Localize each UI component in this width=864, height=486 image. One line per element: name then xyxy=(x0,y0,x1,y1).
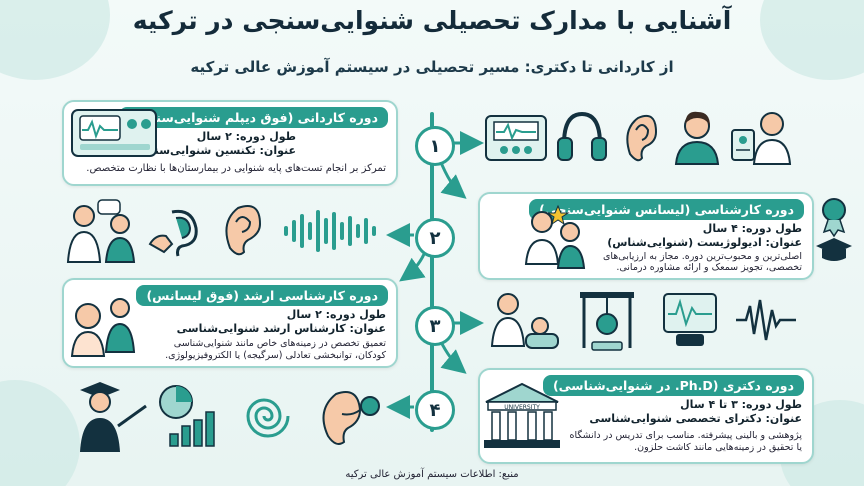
step-number-4: ۴ xyxy=(415,390,455,430)
step-description: پژوهشی و بالینی پیشرفته. مناسب برای تدری… xyxy=(569,430,802,453)
audiometer-icon xyxy=(485,115,547,161)
university-icon: UNIVERSITY xyxy=(484,382,560,448)
step-duration: طول دوره: ۴ سال xyxy=(702,222,802,235)
step-heading: دوره دکتری (Ph.D. در شنوایی‌شناسی) xyxy=(542,375,804,396)
step-description: تعمیق تخصص در زمینه‌های خاص مانند شنوایی… xyxy=(165,338,386,361)
balance-test-icon xyxy=(580,292,634,351)
step-card-4: دوره دکتری (Ph.D. در شنوایی‌شناسی) طول د… xyxy=(478,368,814,464)
step-number-1: ۱ xyxy=(415,126,455,166)
step-number-2: ۲ xyxy=(415,218,455,258)
source-note: منبع: اطلاعات سیستم آموزش عالی ترکیه xyxy=(345,469,519,480)
ear-icon xyxy=(225,205,262,256)
research-chart-icon xyxy=(159,385,215,447)
step-description: اصلی‌ترین و محبوب‌ترین دوره. مجاز به ارز… xyxy=(602,251,802,273)
step-degree: عنوان: کارشناس ارشد شنوایی‌شناسی xyxy=(176,322,386,335)
pediatric-exam-icon xyxy=(490,293,559,349)
university-sign: UNIVERSITY xyxy=(504,404,540,411)
cochlea-icon xyxy=(246,398,290,438)
step-heading: دوره کارشناسی ارشد (فوق لیسانس) xyxy=(136,285,388,306)
cochlear-implant-icon xyxy=(322,391,380,445)
doctor-badge-icon xyxy=(731,112,792,165)
page-title: آشنایی با مدارک تحصیلی شنوایی‌سنجی در تر… xyxy=(132,6,732,35)
headphones-icon xyxy=(557,111,607,161)
step-duration: طول دوره: ۳ تا ۴ سال xyxy=(680,398,802,411)
step-card-2: دوره کارشناسی (لیسانس شنوایی‌سنجی) طول د… xyxy=(478,192,814,280)
doctor-patient-icon xyxy=(66,199,136,263)
step-degree: عنوان: دکترای تخصصی شنوایی‌شناسی xyxy=(589,412,802,425)
audiologist-star-icon xyxy=(524,204,586,269)
technician-icon xyxy=(674,111,720,165)
step-card-1: دوره کاردانی (فوق دیپلم شنوایی‌سنجی) طول… xyxy=(62,100,398,186)
waveform-icon xyxy=(736,299,796,341)
step-heading: دوره کاردانی (فوق دیپلم شنوایی‌سنجی) xyxy=(118,107,388,128)
eeg-monitor-icon xyxy=(663,293,717,346)
audiometer-icon xyxy=(71,109,157,157)
step-degree: عنوان: ادیولوژیست (شنوایی‌شناس) xyxy=(607,236,802,249)
step-card-3: دوره کارشناسی ارشد (فوق لیسانس) طول دوره… xyxy=(62,278,398,368)
step-heading: دوره کارشناسی (لیسانس شنوایی‌سنجی) xyxy=(529,199,804,220)
page-subtitle: از کاردانی تا دکتری: مسیر تحصیلی در سیست… xyxy=(190,58,674,76)
step-degree: عنوان: تکنسین شنوایی‌سنجی xyxy=(135,144,296,157)
child-audiology-icon xyxy=(70,298,136,357)
step-duration: طول دوره: ۲ سال xyxy=(286,308,386,321)
medal-graduate-icon xyxy=(816,198,852,261)
timeline-spine xyxy=(430,112,434,432)
hearing-aid-icon xyxy=(148,209,198,257)
step-description: تمرکز بر انجام تست‌های پایه شنوایی در بی… xyxy=(86,163,386,174)
ear-icon xyxy=(626,114,658,162)
step-number-3: ۳ xyxy=(415,306,455,346)
step-duration: طول دوره: ۲ سال xyxy=(196,130,296,143)
sound-wave-icon xyxy=(284,210,376,252)
professor-icon xyxy=(80,382,147,452)
